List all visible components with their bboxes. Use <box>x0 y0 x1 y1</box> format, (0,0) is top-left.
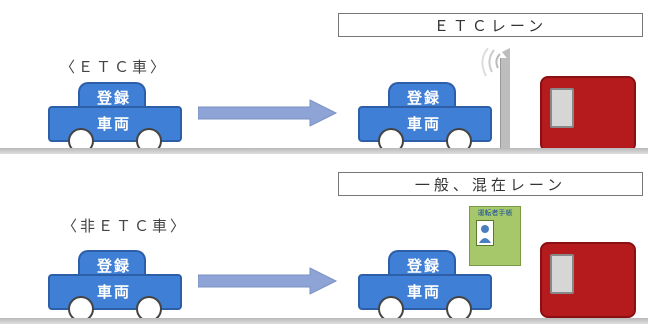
general-lane-label: 一般、混在レーン <box>338 172 643 196</box>
etc-arrow-icon <box>197 98 338 128</box>
radio-wave-icon <box>481 48 510 77</box>
etc-toll-booth <box>540 76 636 152</box>
non-etc-car-start: 登録 車両 <box>48 248 182 322</box>
driver-card: 運転者手帳 <box>469 206 521 266</box>
etc-car-start: 登録 車両 <box>48 80 182 154</box>
car-text-line1: 登録 <box>96 89 131 107</box>
driver-card-title: 運転者手帳 <box>477 209 513 217</box>
etc-antenna-pole <box>500 58 510 150</box>
car-text-line1: 登録 <box>406 257 441 275</box>
general-arrow-icon <box>197 266 338 296</box>
etc-vehicle-category: 〈ＥＴＣ車〉 <box>60 58 169 76</box>
etc-lane-label: ＥＴＣレーン <box>338 13 643 37</box>
etc-car-gate: 登録 車両 <box>358 80 492 154</box>
car-text-line2: 車両 <box>96 283 131 301</box>
etc-lane-road <box>0 148 648 154</box>
general-lane-road <box>0 318 648 324</box>
booth-window <box>550 88 574 128</box>
non-etc-vehicle-category: 〈非ＥＴＣ車〉 <box>62 217 189 235</box>
car-text-line2: 車両 <box>406 115 441 133</box>
non-etc-car-gate: 登録 車両 <box>358 248 492 322</box>
car-text-line1: 登録 <box>96 257 131 275</box>
general-toll-booth <box>540 242 636 318</box>
car-text-line2: 車両 <box>96 115 131 133</box>
car-text-line2: 車両 <box>406 283 441 301</box>
person-photo-icon <box>476 220 494 246</box>
booth-window <box>550 254 574 294</box>
car-text-line1: 登録 <box>406 89 441 107</box>
